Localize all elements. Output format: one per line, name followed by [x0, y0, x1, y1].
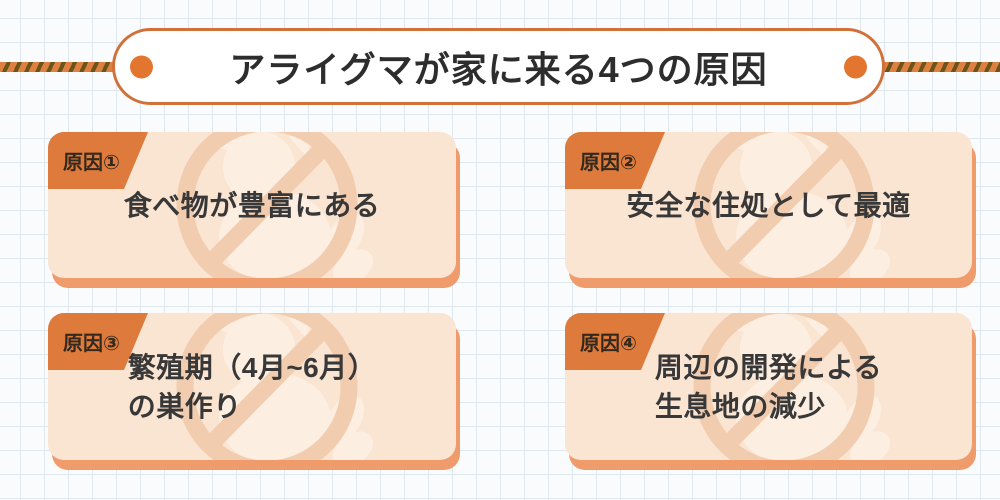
card-text: 繁殖期（4月~6月） の巣作り [48, 313, 456, 460]
card-text-line: 繁殖期（4月~6月） [127, 351, 377, 383]
card-text-line: 安全な住処として最適 [626, 189, 911, 221]
cause-card-3: 原因③ 繁殖期（4月~6月） の巣作り [48, 313, 456, 460]
no-raccoon-watermark-icon [176, 313, 373, 460]
no-raccoon-watermark-icon [693, 132, 890, 278]
no-raccoon-watermark-icon [176, 132, 373, 278]
card-text: 周辺の開発による 生息地の減少 [565, 313, 972, 460]
cause-card-1: 原因① 食べ物が豊富にある [48, 132, 456, 278]
card-text-line: 周辺の開発による [654, 351, 883, 383]
cause-badge: 原因① [48, 132, 148, 189]
no-raccoon-watermark-icon [693, 313, 890, 460]
card-text-line: の巣作り [127, 390, 242, 422]
card-text: 食べ物が豊富にある [48, 132, 456, 278]
card-text-line: 食べ物が豊富にある [123, 189, 381, 221]
card-text: 安全な住処として最適 [565, 132, 972, 278]
title-dot-right-icon [844, 55, 867, 78]
title-banner: アライグマが家に来る4つの原因 [112, 28, 885, 105]
page-title: アライグマが家に来る4つの原因 [229, 48, 768, 90]
cause-card-2: 原因② 安全な住処として最適 [565, 132, 972, 278]
cause-card-4: 原因④ 周辺の開発による 生息地の減少 [565, 313, 972, 460]
title-dot-left-icon [130, 55, 153, 78]
card-text-line: 生息地の減少 [654, 390, 826, 422]
